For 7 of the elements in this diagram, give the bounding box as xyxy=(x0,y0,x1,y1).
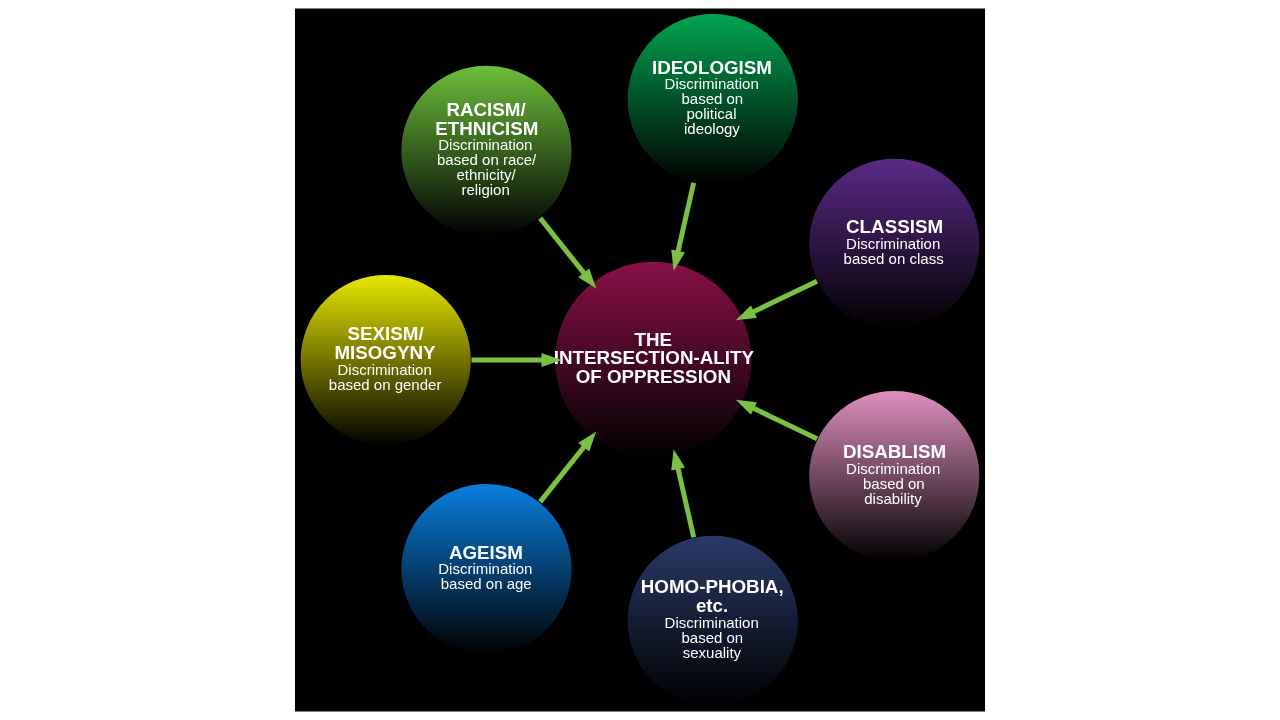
arrow xyxy=(538,216,597,289)
arrow xyxy=(671,449,697,538)
arrow xyxy=(671,182,697,271)
arrow xyxy=(735,399,819,442)
arrow xyxy=(735,278,819,321)
arrow xyxy=(538,431,597,504)
arrow xyxy=(471,352,562,368)
